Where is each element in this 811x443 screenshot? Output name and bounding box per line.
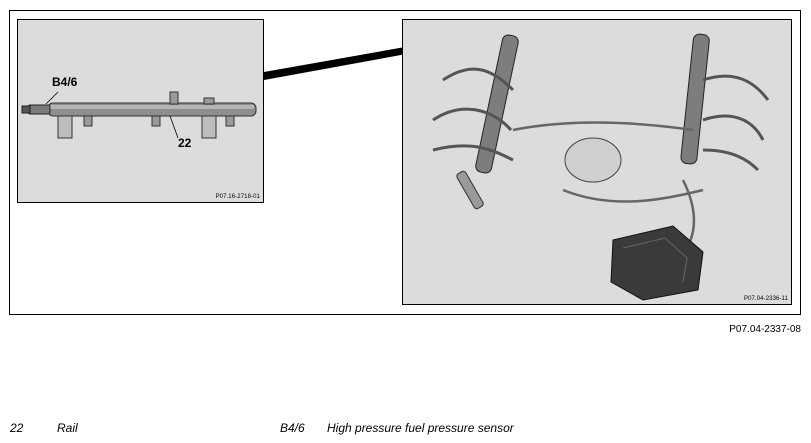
fuel-filter [564,137,622,183]
rail-drawing [21,91,257,139]
figure-code: P07.04-2337-08 [729,324,801,335]
legend-text-sensor: High pressure fuel pressure sensor [327,421,514,435]
crossover-line [512,121,694,132]
injector-left [456,170,484,210]
fuel-line-4 [702,74,770,101]
rail-right [680,33,710,165]
leader-rail [169,115,179,139]
bracket-left [57,115,73,139]
fitting-top [169,91,179,105]
fuel-line-2 [432,107,513,132]
fuel-line-5 [702,114,765,141]
fitting-bottom-3 [225,115,235,127]
callout-sensor: B4/6 [52,75,78,89]
fuel-line-3 [432,144,514,162]
pressure-sensor [27,104,51,115]
fuel-line-1 [442,67,515,92]
rail-body [47,102,257,117]
right-panel-code: P07.04-2336-11 [744,296,788,302]
bracket-right [201,115,217,139]
fuel-line-6 [702,148,760,172]
fitting-bottom-2 [151,115,161,127]
fitting-bottom-1 [83,115,93,127]
legend-text-rail: Rail [57,421,78,435]
pump-edge [622,237,688,283]
engine-overview-panel: P07.04-2336-11 [402,19,792,305]
high-pressure-pump [610,225,704,301]
figure-frame [9,10,801,315]
callout-rail: 22 [178,136,192,150]
rail-detail-panel: B4/6 22 P07.16-2718-01 [17,19,264,203]
legend-key-sensor: B4/6 [280,421,305,435]
left-panel-code: P07.16-2718-01 [215,194,260,200]
leader-sensor [45,91,59,105]
rail-left [475,34,519,174]
engine-drawing [432,33,770,301]
rail-highlight [50,105,254,109]
return-line [562,188,704,203]
sensor-connector [21,105,31,114]
legend-key-rail: 22 [10,421,24,435]
fitting-top-right [203,97,215,105]
